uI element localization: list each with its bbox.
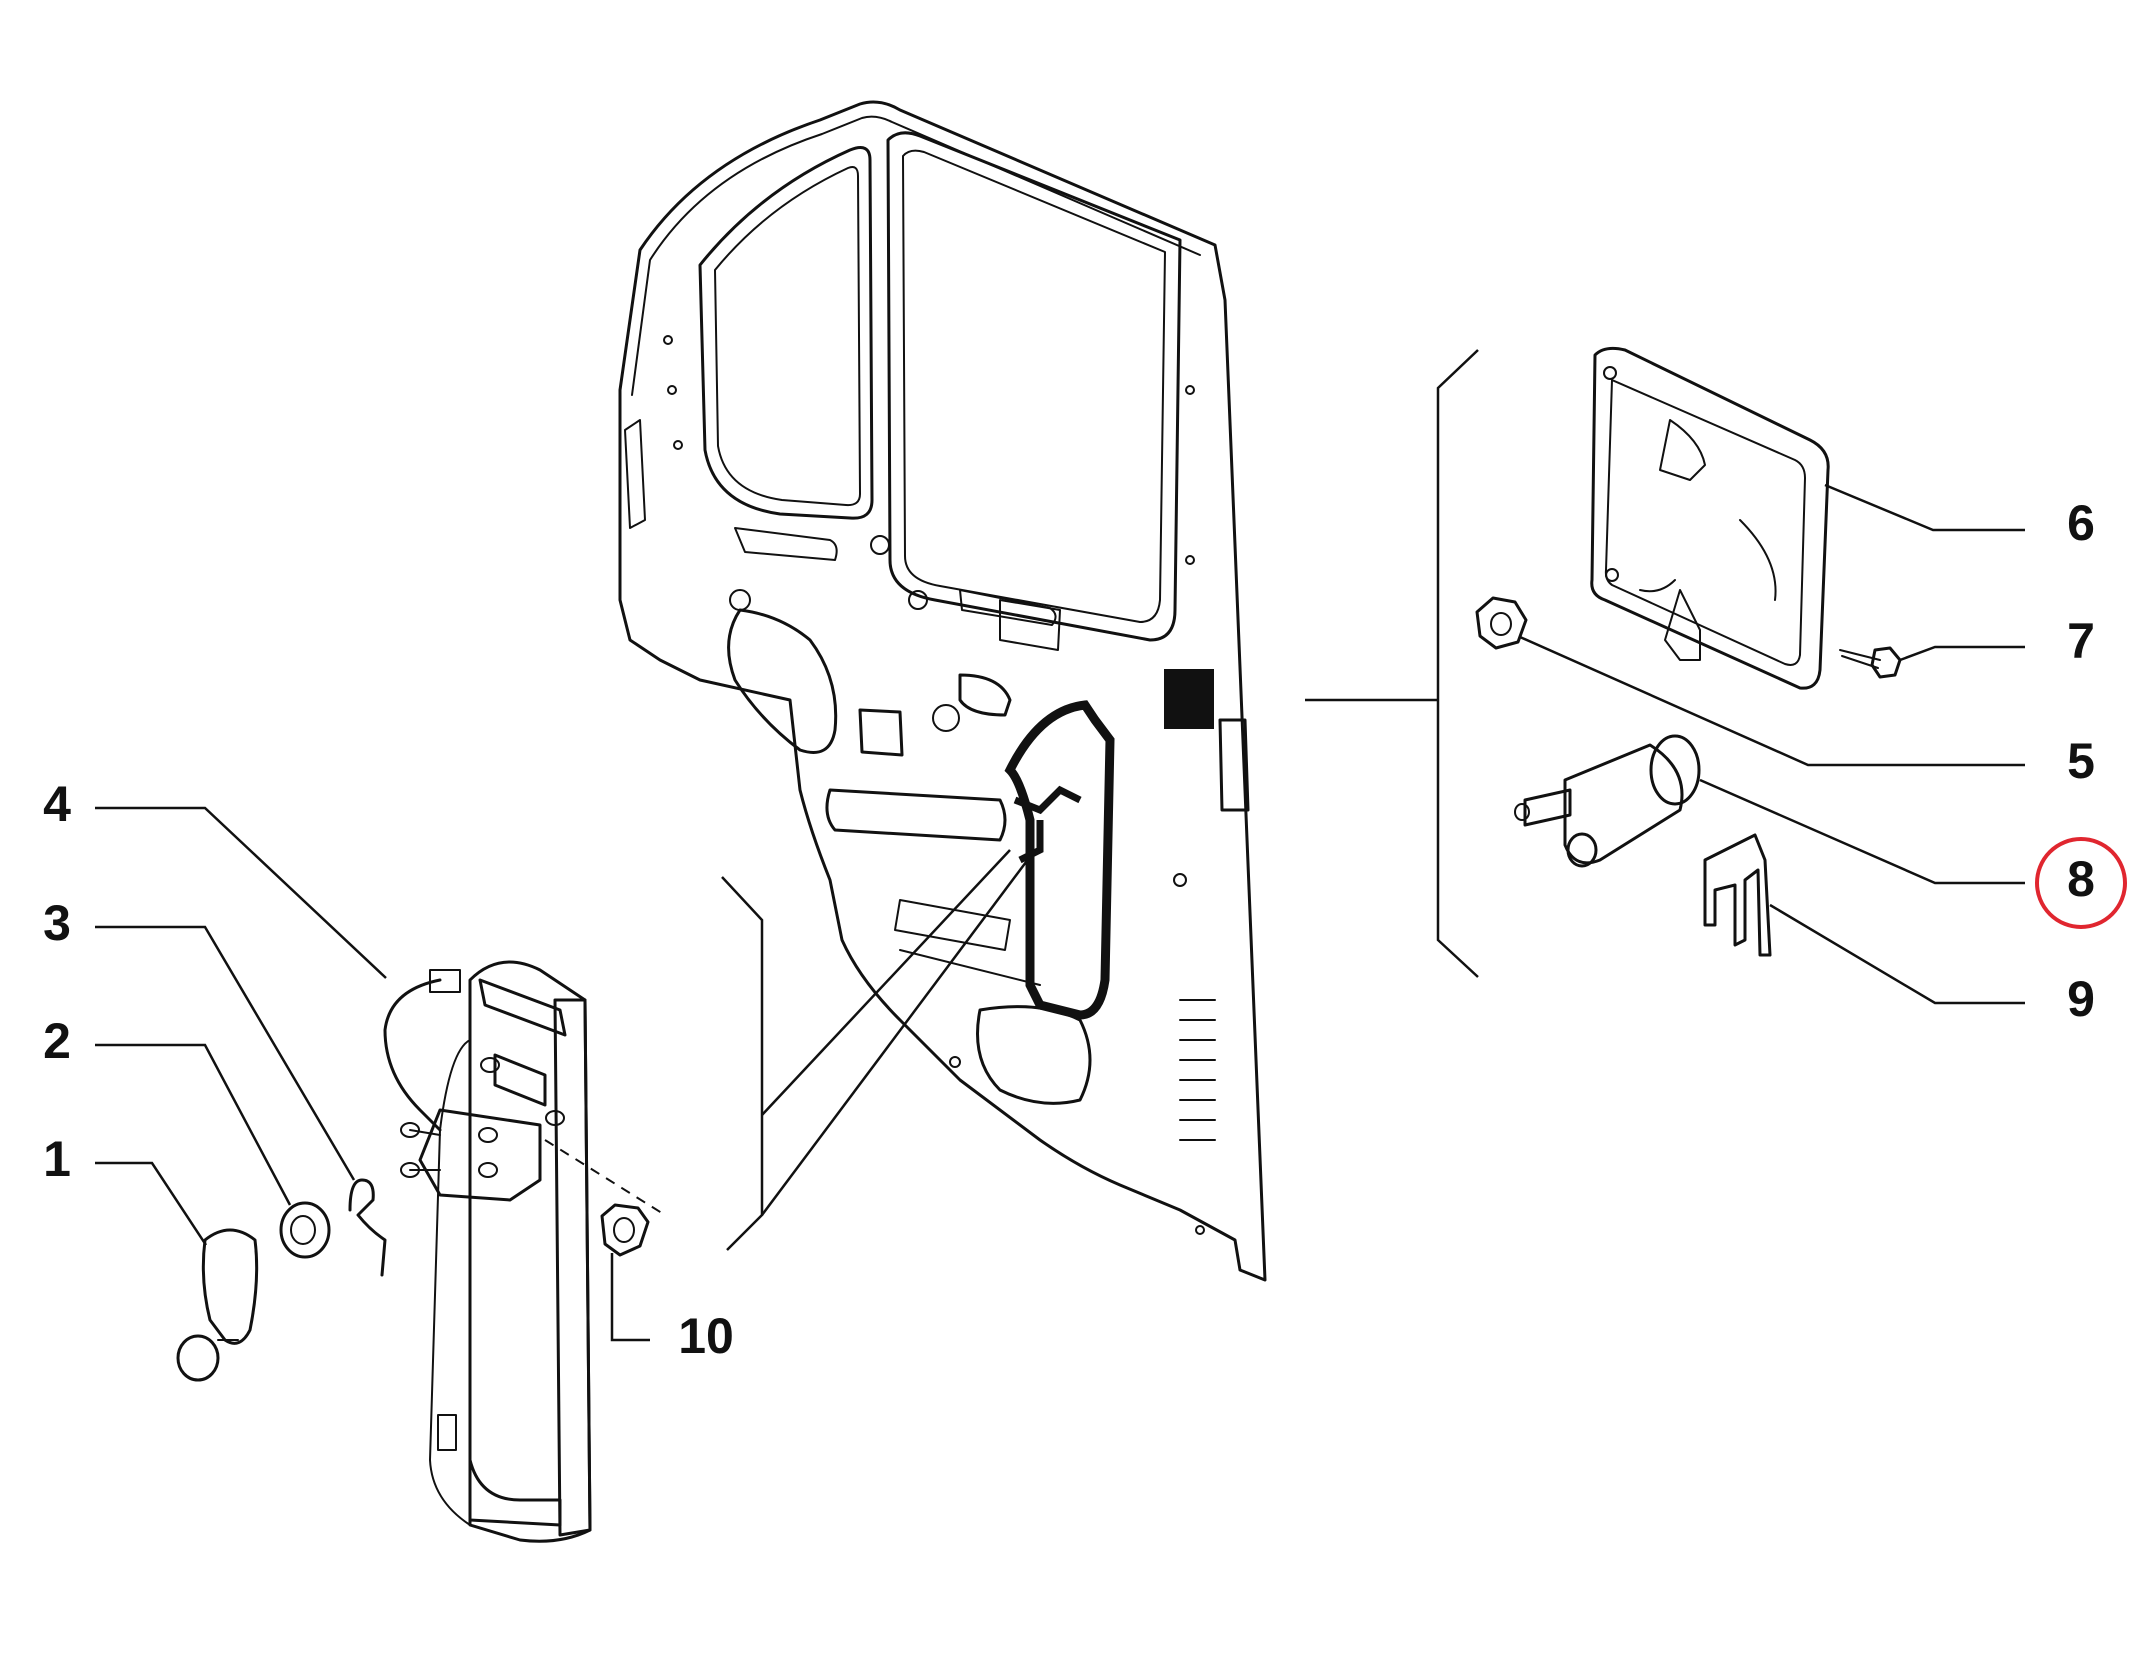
callout-8: 8 xyxy=(2067,851,2095,907)
callout-5: 5 xyxy=(2067,733,2095,789)
door-panel xyxy=(618,100,1267,1282)
callout-6: 6 xyxy=(2067,495,2095,551)
callout-labels: 1 2 3 4 5 6 7 8 9 10 xyxy=(43,495,2095,1364)
part-10-nut xyxy=(600,1203,650,1257)
part-1-crank-handle xyxy=(176,1228,259,1382)
door-fastener-holes xyxy=(663,335,1205,1235)
left-parts-bracket xyxy=(721,849,1037,1251)
part-5-nut xyxy=(1475,596,1528,650)
callout-7: 7 xyxy=(2067,613,2095,669)
part-8-lock-cylinder xyxy=(1514,734,1701,868)
part-3-spring-clip xyxy=(348,1178,387,1277)
part-7-screw xyxy=(1839,646,1902,679)
window-regulator-assembly xyxy=(383,960,666,1543)
callout-4: 4 xyxy=(43,776,71,832)
door-ribbing xyxy=(1179,999,1216,1141)
callout-1: 1 xyxy=(43,1131,71,1187)
callout-10: 10 xyxy=(678,1308,734,1364)
part-2-washer xyxy=(279,1201,331,1259)
leader-lines xyxy=(95,483,2025,1342)
part-6-door-handle-trim xyxy=(1590,346,1830,690)
part-9-retaining-clip xyxy=(1703,833,1772,957)
callout-2: 2 xyxy=(43,1013,71,1069)
right-parts-bracket xyxy=(1305,349,1479,978)
callout-9: 9 xyxy=(2067,971,2095,1027)
callout-8-highlight-ring xyxy=(2035,837,2127,929)
door-latch-block xyxy=(1164,669,1214,729)
callout-3: 3 xyxy=(43,895,71,951)
motor-mount-studs xyxy=(400,1057,565,1178)
installed-window-regulator xyxy=(1004,700,1115,1020)
